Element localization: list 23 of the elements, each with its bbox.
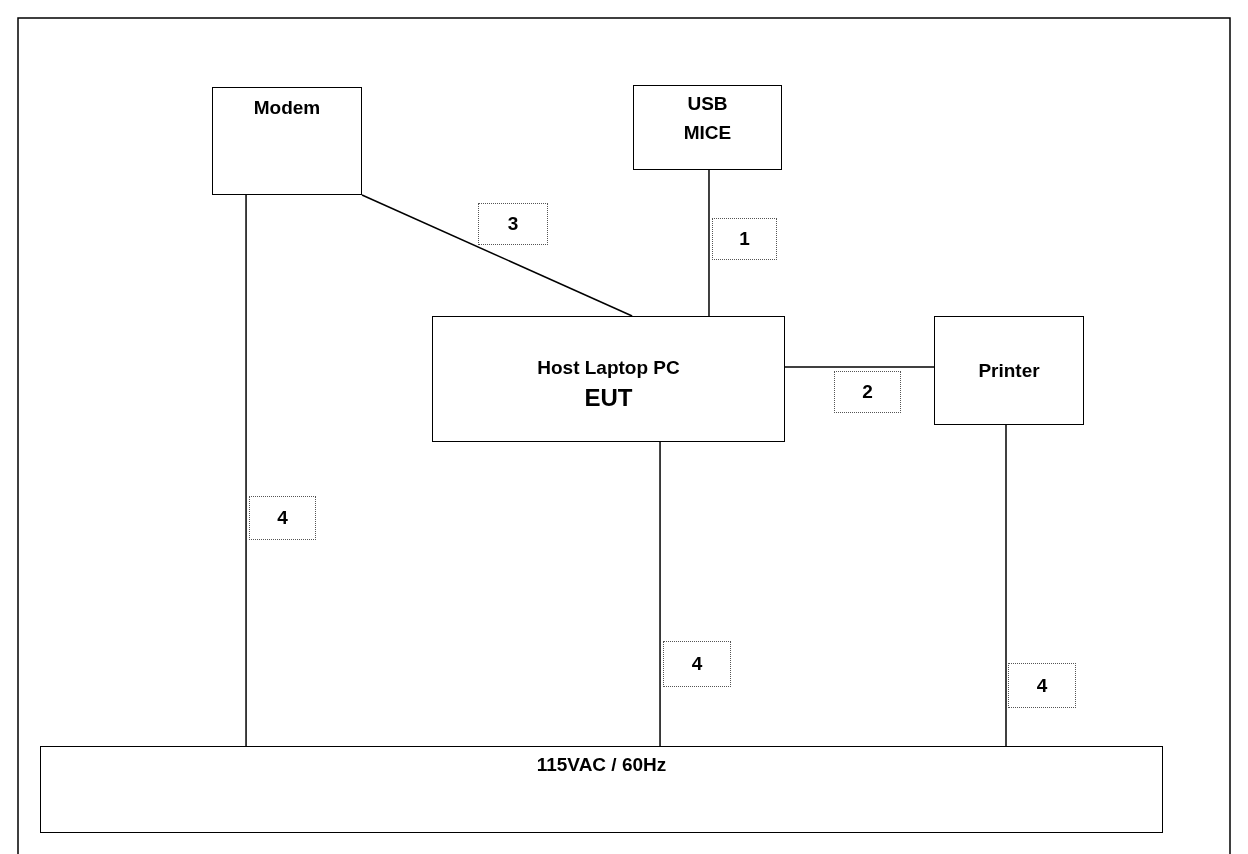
- cable-number: 4: [1008, 663, 1076, 708]
- cable-number: 2: [834, 371, 901, 413]
- cable-line: [361, 194, 633, 317]
- node-label: USB MICE: [682, 92, 733, 145]
- host-box: [432, 316, 785, 442]
- cable-line: [708, 169, 710, 317]
- cable-number: 4: [663, 641, 731, 687]
- cable-line: [245, 194, 247, 747]
- node-label: Modem: [253, 96, 321, 120]
- node-label: Printer: [978, 358, 1040, 383]
- node-label: Host Laptop PC: [537, 355, 680, 380]
- printer-box: [934, 316, 1084, 425]
- cable-line: [1005, 424, 1007, 747]
- modem-box: [212, 87, 362, 195]
- node-label: 115VAC / 60Hz: [536, 753, 667, 777]
- cable-number: 3: [478, 203, 548, 245]
- node-label: EUT: [584, 383, 633, 414]
- power-supply-box: [40, 746, 1163, 833]
- cable-number: 4: [249, 496, 316, 540]
- cable-number: 1: [712, 218, 777, 260]
- mice-box: [633, 85, 782, 170]
- cable-line: [659, 441, 661, 747]
- cable-line: [784, 366, 935, 368]
